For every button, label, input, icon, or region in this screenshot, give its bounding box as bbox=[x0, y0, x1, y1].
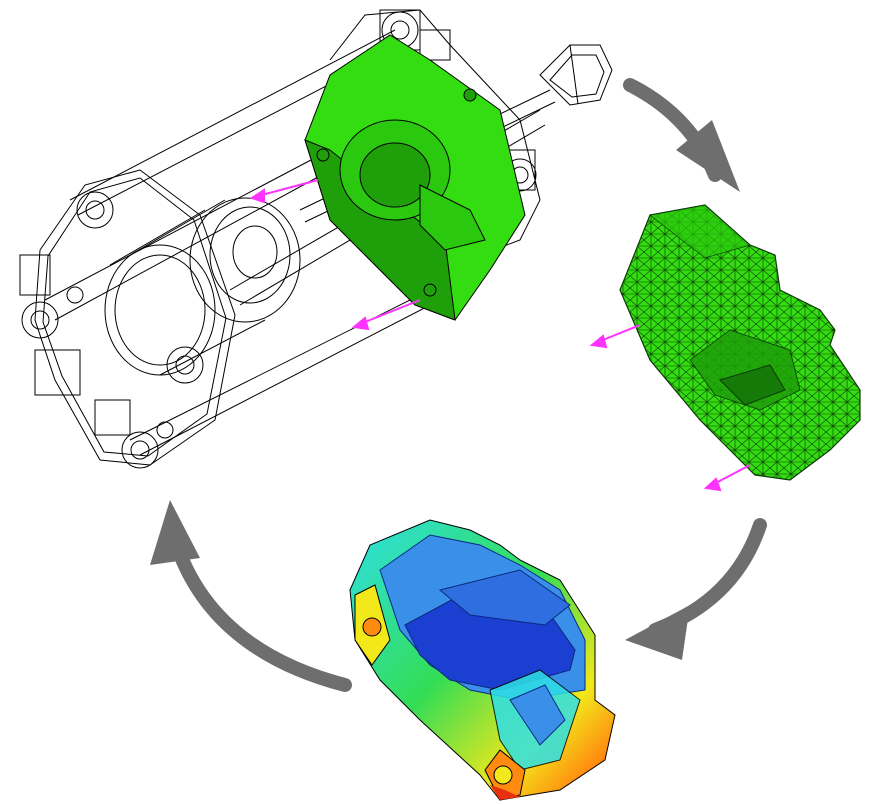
load-arrows-mesh bbox=[589, 324, 751, 492]
arrowhead-left bbox=[150, 500, 200, 565]
arrow-mesh-to-stress bbox=[648, 518, 767, 637]
load-arrows-assembly bbox=[249, 179, 421, 331]
cad-assembly bbox=[19, 9, 613, 469]
arrow-stress-to-cad bbox=[168, 533, 352, 692]
wireframe-assembly-icon bbox=[19, 9, 613, 469]
arrowhead-right bbox=[676, 120, 740, 192]
cycle-arrowheads bbox=[150, 120, 740, 660]
stress-contour-icon bbox=[349, 519, 616, 801]
stress-result bbox=[349, 519, 616, 801]
fe-mesh-icon bbox=[619, 204, 861, 481]
arrowhead-bottom bbox=[625, 605, 690, 660]
highlighted-end-cap bbox=[304, 34, 526, 321]
meshed-part bbox=[589, 204, 861, 492]
